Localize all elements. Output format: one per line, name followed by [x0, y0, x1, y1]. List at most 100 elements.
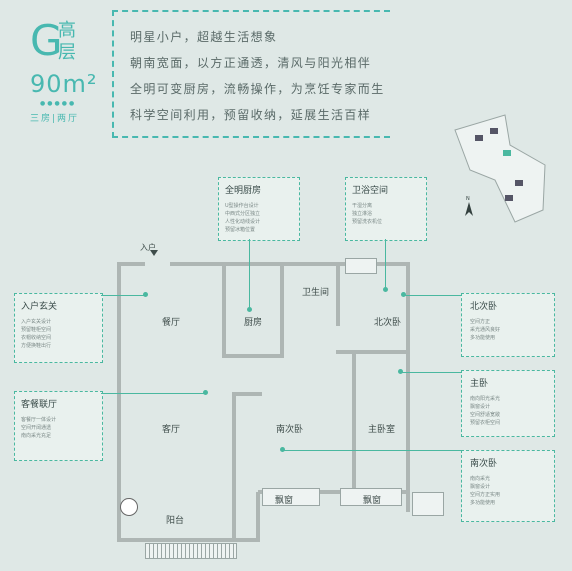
wall	[258, 490, 408, 494]
wall	[336, 266, 340, 326]
slogan-3: 全明可变厨房，流畅操作，为烹饪专家而生	[130, 82, 385, 96]
callout-living: 客餐联厅 客餐厅一体设计 空间开阔通透 南向采光充足	[14, 391, 103, 461]
decor-dots: ●●●●●	[40, 100, 77, 107]
unit-type-2: 层	[58, 42, 76, 63]
balcony-rail	[145, 543, 237, 559]
callout-line: U型操作台设计	[225, 203, 259, 209]
callout-line: 预留鞋柜空间	[21, 327, 52, 333]
room-master: 主卧室	[368, 425, 396, 435]
room-kitchen: 厨房	[244, 318, 263, 328]
room-south: 南次卧	[276, 425, 304, 435]
callout-bath: 卫浴空间 干湿分离 独立淋浴 预留洗衣机位	[345, 177, 427, 241]
wall	[256, 492, 260, 540]
room-bay-2: 飘窗	[363, 496, 382, 506]
callout-line: 空间开阔通透	[21, 425, 52, 431]
unit-area: 90m²	[30, 70, 98, 98]
callout-line: 中西式分区独立	[225, 211, 261, 217]
compass-label: N	[466, 196, 470, 202]
leader-line	[101, 393, 206, 394]
leader-dot	[280, 447, 285, 452]
wall	[117, 538, 260, 542]
room-north: 北次卧	[374, 318, 402, 328]
callout-line: 多功能使用	[470, 500, 496, 506]
callout-line: 干湿分离	[352, 203, 373, 209]
leader-line	[283, 450, 461, 451]
callout-master: 主卧 南向阳光采光 飘窗设计 空间舒适宽敞 预留衣柜空间	[461, 370, 555, 437]
callout-line: 方便换鞋出行	[21, 343, 52, 349]
wall	[170, 262, 340, 266]
callout-line: 衣帽收纳空间	[21, 335, 52, 341]
compass-icon	[465, 202, 473, 216]
wall	[117, 262, 145, 266]
callout-entry-title: 入户玄关	[21, 302, 58, 312]
callout-living-title: 客餐联厅	[21, 400, 58, 410]
wall	[222, 354, 282, 358]
callout-line: 客餐厅一体设计	[21, 417, 57, 423]
callout-line: 飘窗设计	[470, 404, 491, 410]
callout-line: 空间舒适宽敞	[470, 412, 501, 418]
callout-master-title: 主卧	[470, 379, 489, 389]
ac-unit	[412, 492, 444, 516]
washer-icon	[120, 498, 138, 516]
slogan-1: 明星小户，超越生活想象	[130, 30, 278, 44]
wall	[336, 350, 408, 354]
leader-dot	[247, 307, 252, 312]
room-living: 客厅	[162, 425, 181, 435]
room-balcony: 阳台	[166, 516, 185, 526]
callout-south-title: 南次卧	[470, 459, 498, 469]
callout-entry: 入户玄关 入户玄关设计 预留鞋柜空间 衣帽收纳空间 方便换鞋出行	[14, 293, 103, 363]
wall	[117, 262, 121, 542]
leader-dot	[398, 369, 403, 374]
slogan-4: 科学空间利用，预留收纳，延展生活百样	[130, 108, 372, 122]
callout-line: 空间方正	[470, 319, 491, 325]
leader-dot	[401, 292, 406, 297]
callout-bath-title: 卫浴空间	[352, 186, 389, 196]
room-count: 三房|两厅	[30, 114, 80, 124]
callout-north: 北次卧 空间方正 采光通风良好 多功能使用	[461, 293, 555, 357]
callout-kitchen-title: 全明厨房	[225, 186, 262, 196]
entrance-label: 入户	[140, 243, 156, 252]
wall	[406, 262, 410, 512]
site-map	[454, 114, 546, 223]
callout-north-title: 北次卧	[470, 302, 498, 312]
callout-line: 预留衣柜空间	[470, 420, 501, 426]
leader-dot	[203, 390, 208, 395]
leader-line	[101, 295, 146, 296]
leader-line	[249, 239, 250, 309]
wall	[352, 352, 356, 492]
wall	[222, 266, 226, 356]
bay-window-2	[340, 488, 402, 506]
leader-line	[401, 372, 461, 373]
unit-type-1: 高	[58, 20, 76, 41]
window	[345, 258, 377, 274]
callout-line: 南向采光充足	[21, 433, 52, 439]
callout-line: 飘窗设计	[470, 484, 491, 490]
callout-south: 南次卧 南向采光 飘窗设计 空间方正实用 多功能使用	[461, 450, 555, 522]
callout-line: 人性化动线设计	[225, 219, 261, 225]
unit-letter: G	[30, 16, 63, 65]
bay-window-1	[262, 488, 320, 506]
callout-line: 预留冰箱位置	[225, 227, 256, 233]
leader-line	[404, 295, 461, 296]
callout-kitchen: 全明厨房 U型操作台设计 中西式分区独立 人性化动线设计 预留冰箱位置	[218, 177, 300, 241]
slogan-box	[112, 10, 390, 138]
callout-line: 空间方正实用	[470, 492, 501, 498]
callout-line: 南向阳光采光	[470, 396, 501, 402]
leader-line	[385, 239, 386, 289]
wall	[232, 392, 262, 396]
room-bay-1: 飘窗	[275, 496, 294, 506]
entrance-arrow-icon	[150, 250, 158, 256]
callout-line: 预留洗衣机位	[352, 219, 383, 225]
leader-dot	[143, 292, 148, 297]
wall	[232, 392, 236, 542]
callout-line: 入户玄关设计	[21, 319, 52, 325]
room-dining: 餐厅	[162, 318, 181, 328]
slogan-2: 朝南宽面，以方正通透，清风与阳光相伴	[130, 56, 372, 70]
leader-dot	[383, 287, 388, 292]
callout-line: 采光通风良好	[470, 327, 501, 333]
callout-line: 独立淋浴	[352, 211, 373, 217]
callout-line: 多功能使用	[470, 335, 496, 341]
callout-line: 南向采光	[470, 476, 491, 482]
room-toilet: 卫生间	[302, 288, 330, 298]
wall	[280, 266, 284, 358]
